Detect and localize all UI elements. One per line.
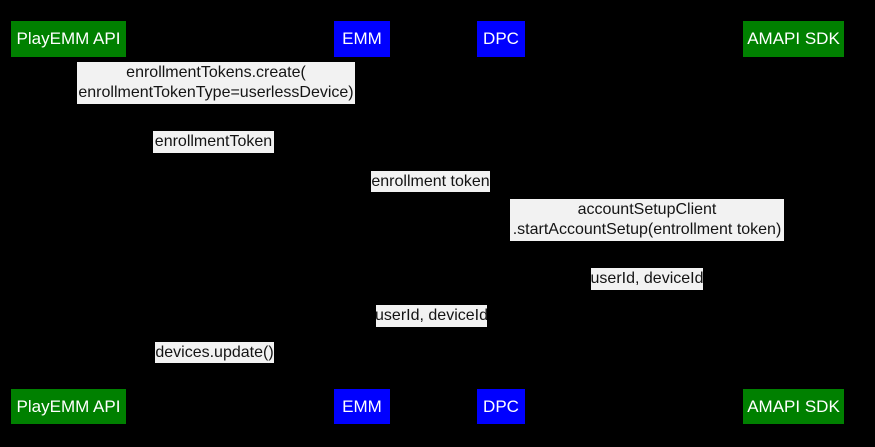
actor-playemm-api-bottom: PlayEMM API <box>11 389 126 424</box>
actor-playemm-api-top: PlayEMM API <box>11 21 126 57</box>
actor-label: EMM <box>342 396 382 416</box>
actor-dpc-bottom: DPC <box>477 389 525 424</box>
actor-label: DPC <box>483 29 519 48</box>
actor-label: EMM <box>342 29 382 48</box>
message-line: enrollmentTokenType=userlessDevice) <box>78 84 354 101</box>
message-line: enrollmentTokens.create( <box>126 64 306 81</box>
actor-label: AMAPI SDK <box>747 29 840 48</box>
message-enrollment-token-return: enrollmentToken <box>153 131 274 153</box>
message-userid-deviceid-to-dpc: userId, deviceId <box>591 268 703 290</box>
actor-emm-bottom: EMM <box>334 389 390 424</box>
actor-label: DPC <box>483 396 519 416</box>
actor-emm-top: EMM <box>334 21 390 57</box>
message-line: devices.update() <box>155 343 274 361</box>
message-enrollment-token-forward: enrollment token <box>371 171 490 192</box>
message-line: accountSetupClient <box>577 201 717 218</box>
actor-amapi-sdk-bottom: AMAPI SDK <box>743 389 844 424</box>
message-line: userId, deviceId <box>590 270 704 287</box>
actor-label: PlayEMM API <box>16 396 121 416</box>
message-devices-update: devices.update() <box>155 342 274 363</box>
message-enrollment-tokens-create: enrollmentTokens.create( enrollmentToken… <box>77 62 355 104</box>
message-line: userId, deviceId <box>375 307 488 324</box>
message-start-account-setup: accountSetupClient .startAccountSetup(en… <box>510 199 784 241</box>
message-line: enrollment token <box>371 172 490 190</box>
actor-dpc-top: DPC <box>477 21 525 57</box>
message-line: enrollmentToken <box>154 133 273 150</box>
actor-label: AMAPI SDK <box>747 396 840 416</box>
actor-label: PlayEMM API <box>16 29 121 48</box>
message-line: .startAccountSetup(entrollment token) <box>512 221 782 238</box>
actor-amapi-sdk-top: AMAPI SDK <box>743 21 844 57</box>
message-userid-deviceid-to-emm: userId, deviceId <box>375 305 488 327</box>
